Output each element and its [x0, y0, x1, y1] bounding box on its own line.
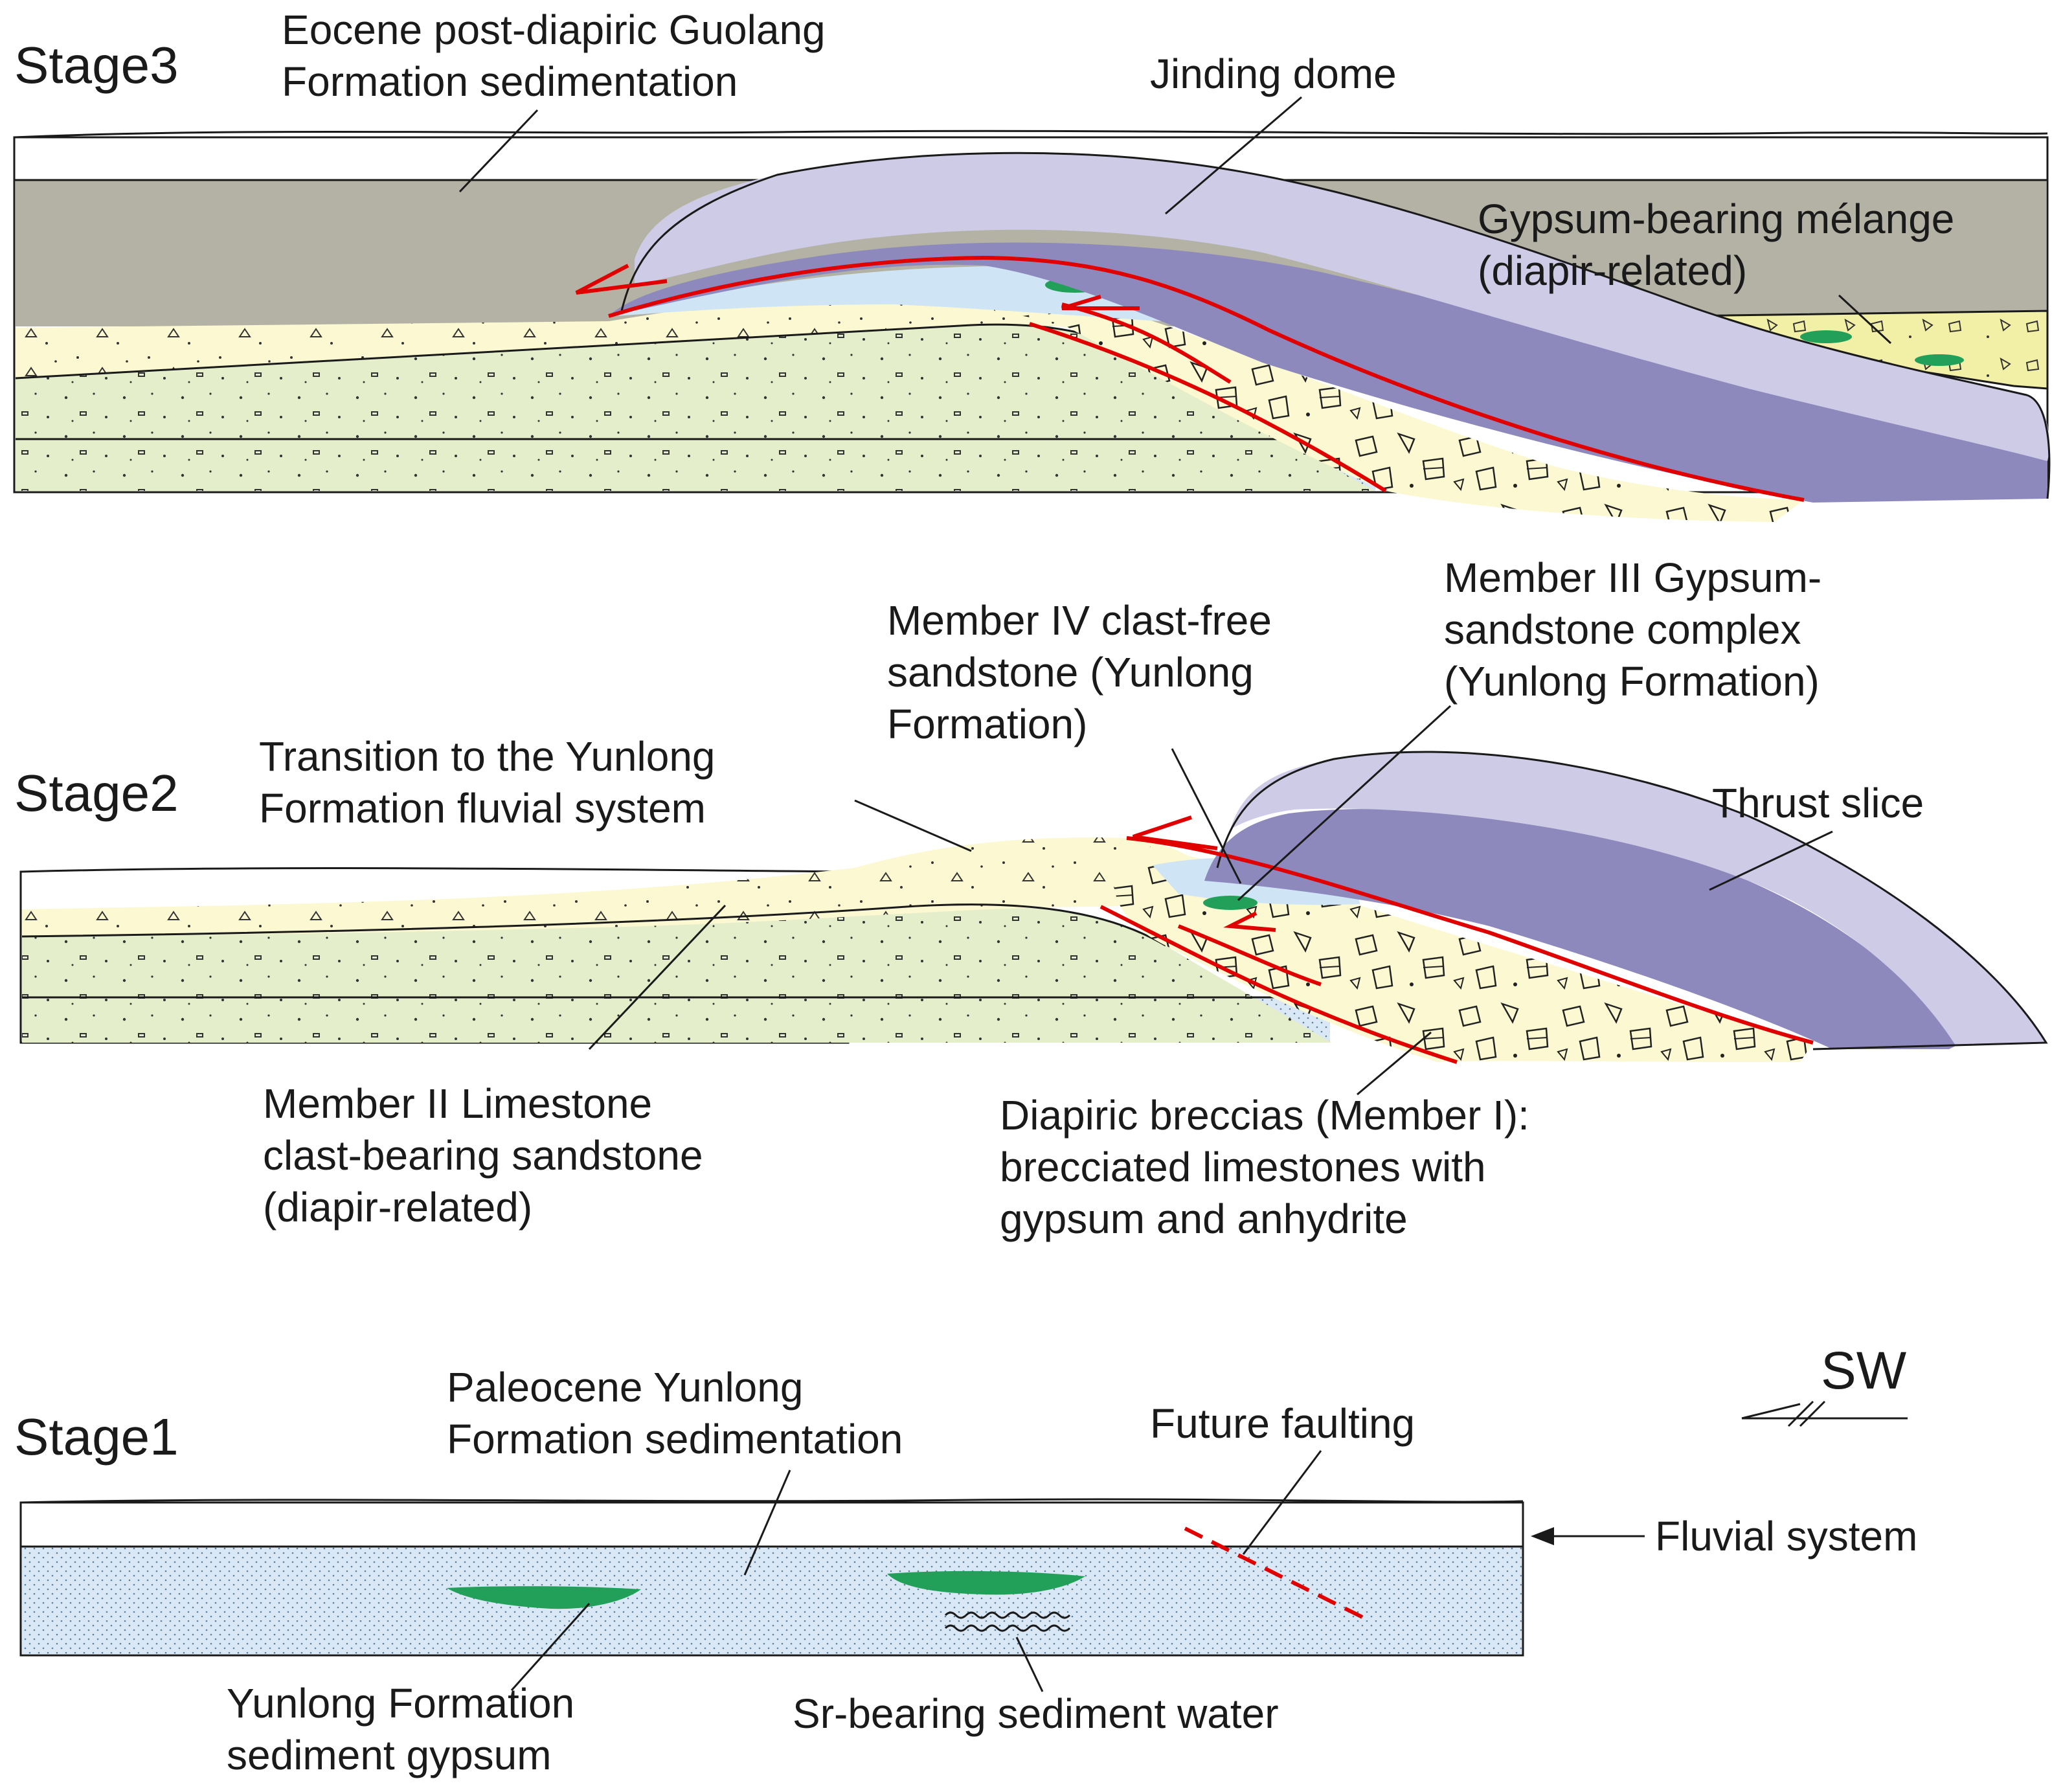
stage2-title: Stage2 — [14, 764, 179, 822]
member3-label-line3: (Yunlong Formation) — [1444, 658, 1820, 705]
transition-label-line1: Transition to the Yunlong — [259, 733, 716, 780]
jinding-light-slice — [635, 153, 2049, 461]
jinding-leader — [1165, 96, 1302, 215]
stage1-section: Stage1 Paleocene Yunlong Formation sedim… — [14, 1341, 1917, 1778]
fluvial-arrow-head — [1531, 1527, 1554, 1545]
stage2-gypsum-lens — [1203, 896, 1257, 910]
melange-label-line2: (diapir-related) — [1478, 247, 1747, 294]
stage2-dark-slice — [1204, 809, 1962, 1049]
future-faulting-label: Future faulting — [1150, 1400, 1415, 1447]
member3-label-line1: Member III Gypsum- — [1444, 554, 1821, 601]
member4-label-line1: Member IV clast-free — [887, 597, 1272, 644]
stage2-thrust-arrow-2 — [1223, 911, 1276, 932]
stage3-breccia — [764, 278, 1804, 522]
guolang-leader — [458, 109, 539, 193]
jinding-dark-slice — [609, 242, 2047, 503]
member2-label-line3: (diapir-related) — [263, 1184, 532, 1231]
breccia-label-line2: brecciated limestones with — [1000, 1144, 1486, 1190]
guolang-label-line2: Formation sedimentation — [282, 58, 738, 105]
member2-label-line1: Member II Limestone — [263, 1080, 652, 1127]
breccia-label-line3: gypsum and anhydrite — [1000, 1196, 1408, 1242]
stage2-light-slice — [1230, 751, 2046, 1045]
stage3-fault-main — [608, 255, 1805, 502]
stage1-title: Stage1 — [14, 1408, 179, 1466]
stage3-top-surface — [14, 130, 2048, 139]
member3-label-line2: sandstone complex — [1444, 606, 1801, 653]
stage1-gypsum-lens — [447, 1586, 641, 1609]
thrust-slice-leader — [1709, 830, 1833, 891]
stage2-fault-main — [1126, 836, 1814, 1045]
stage3-thrust-arrow-2 — [1061, 295, 1140, 310]
melange-leader — [1838, 294, 1892, 345]
stage1-yunlong-layer — [22, 1547, 1522, 1654]
transition-leader — [854, 799, 972, 852]
thrust-slice-label: Thrust slice — [1712, 780, 1924, 826]
stage3-fault-lower — [1029, 322, 1387, 493]
member4-leader — [1171, 748, 1242, 884]
melange-label-line1: Gypsum-bearing mélange — [1478, 196, 1954, 242]
stage2-thrust-arrow — [1133, 815, 1218, 850]
stage2-fault-inner — [1177, 924, 1322, 986]
stage1-gypsum-lens — [887, 1571, 1085, 1595]
member2-label-line2: clast-bearing sandstone — [263, 1132, 703, 1179]
stage3-title: Stage3 — [14, 36, 179, 94]
stage2-fault-lower — [1099, 905, 1458, 1064]
stage2-yellow-sand — [22, 837, 1217, 936]
member3-leader — [1237, 705, 1452, 902]
sr-water-leader — [1015, 1637, 1044, 1692]
stage3-member2 — [16, 324, 1375, 491]
member4-label-line2: sandstone (Yunlong — [887, 649, 1254, 696]
melange-gypsum — [1800, 330, 1852, 343]
sw-direction-label: SW — [1821, 1341, 1907, 1400]
stage1-top-surface — [20, 1498, 1524, 1504]
sr-water-symbol — [944, 1611, 1071, 1632]
member4-label-line3: Formation) — [887, 701, 1087, 747]
gypsum-leader — [510, 1602, 591, 1692]
stage2-member2 — [22, 904, 1331, 1043]
paleocene-label-line2: Formation sedimentation — [447, 1416, 903, 1462]
member2-leader — [588, 904, 727, 1050]
fluvial-label: Fluvial system — [1655, 1513, 1917, 1559]
stage2-section: Stage2 Member IV clast-free sandstone (Y… — [14, 554, 2048, 1242]
gypsum-label-line1: Yunlong Formation — [227, 1680, 574, 1727]
paleocene-leader — [743, 1469, 791, 1576]
gypsum-label-line2: sediment gypsum — [227, 1732, 552, 1778]
direction-symbol — [1741, 1400, 1908, 1427]
breccia-leader — [1357, 1031, 1432, 1096]
breccia-label-line1: Diapiric breccias (Member I): — [1000, 1092, 1529, 1139]
future-faulting-leader — [1242, 1450, 1322, 1555]
future-fault-line — [1184, 1526, 1368, 1621]
jinding-label: Jinding dome — [1150, 51, 1397, 97]
paleocene-label-line1: Paleocene Yunlong — [447, 1364, 803, 1411]
stage3-section: Stage3 Eocene pos — [13, 6, 2051, 522]
sr-water-label: Sr-bearing sediment water — [793, 1690, 1279, 1737]
stage3-thrust-arrow — [575, 264, 668, 295]
melange-gypsum — [1915, 354, 1964, 366]
guolang-label-line1: Eocene post-diapiric Guolang — [282, 6, 826, 53]
transition-label-line2: Formation fluvial system — [259, 785, 706, 832]
stage3-fault-inner — [1061, 302, 1232, 384]
